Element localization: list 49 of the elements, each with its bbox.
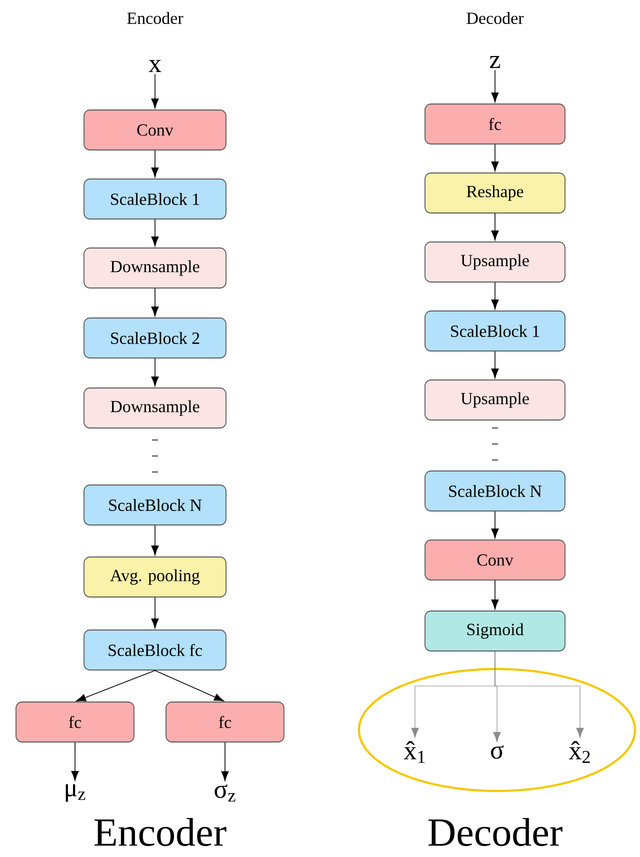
layer-box: fc xyxy=(166,702,284,742)
layer-box: fc xyxy=(16,702,134,742)
arrow xyxy=(151,597,159,628)
arrow xyxy=(151,525,159,556)
arrow xyxy=(491,351,499,378)
arrow xyxy=(491,70,499,102)
layer-box: Downsample xyxy=(84,248,226,288)
layer-box: Reshape xyxy=(424,172,566,214)
variable-label: σ xyxy=(490,745,504,759)
layer-box: Sigmoid xyxy=(424,610,566,652)
layer-box: Upsample xyxy=(424,380,566,420)
layer-box: fc xyxy=(424,104,566,144)
layer-box: ScaleBlock N xyxy=(84,484,226,526)
arrow xyxy=(71,742,79,781)
variable-label: μ$_{z}$ xyxy=(66,784,86,802)
layer-box: Conv xyxy=(84,110,226,150)
layer-box: ScaleBlock 1 xyxy=(84,178,226,220)
arrow xyxy=(151,288,159,316)
arrow xyxy=(221,742,229,781)
layer-box: ScaleBlock 2 xyxy=(84,318,226,358)
arrow xyxy=(494,651,584,738)
variable-label: σ$_{z}$ xyxy=(214,784,236,802)
arrow xyxy=(491,580,499,610)
output-ellipse xyxy=(358,668,636,792)
arrow xyxy=(76,670,156,702)
layer-box: ScaleBlock 1 xyxy=(424,310,566,352)
arrow xyxy=(151,358,159,386)
layer-box: Upsample xyxy=(424,242,566,282)
caption-heading: Decoder xyxy=(428,818,562,846)
arrow xyxy=(151,219,159,246)
arrow xyxy=(154,670,224,702)
arrow xyxy=(151,74,159,108)
layer-box: Avg. pooling xyxy=(84,556,226,598)
column-heading: Decoder xyxy=(466,12,524,24)
layer-box: Conv xyxy=(424,540,566,580)
variable-label: x̂$_{2}$ xyxy=(568,741,590,763)
arrow xyxy=(491,213,499,240)
arrow xyxy=(491,511,499,538)
variable-label: x̂$_{1}$ xyxy=(404,741,425,763)
layer-box: ScaleBlock fc xyxy=(84,630,226,670)
arrow xyxy=(151,150,159,178)
layer-box: ScaleBlock N xyxy=(424,470,566,512)
layer-box: Downsample xyxy=(84,388,226,428)
variable-label: z xyxy=(490,56,500,68)
arrow xyxy=(491,144,499,172)
column-heading: Encoder xyxy=(127,12,184,24)
caption-heading: Encoder xyxy=(94,818,226,846)
arrow xyxy=(491,282,499,310)
variable-label: x xyxy=(148,60,162,72)
